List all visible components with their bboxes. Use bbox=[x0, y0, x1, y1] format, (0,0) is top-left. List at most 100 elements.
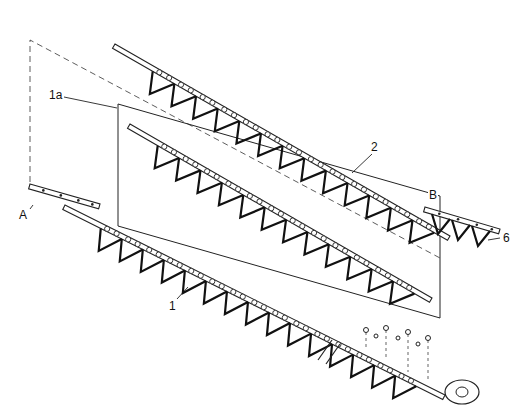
rivet bbox=[373, 194, 378, 199]
knife-section bbox=[258, 133, 283, 156]
knife-section bbox=[347, 257, 371, 280]
knife-section bbox=[410, 220, 435, 243]
rivet bbox=[114, 231, 119, 236]
knife-section bbox=[267, 313, 290, 335]
rivet bbox=[278, 211, 283, 216]
rivet bbox=[200, 95, 205, 100]
rivet bbox=[210, 100, 215, 105]
bar-plate bbox=[113, 44, 450, 240]
rivet bbox=[188, 88, 193, 93]
knife-section bbox=[390, 281, 414, 304]
rivet bbox=[294, 321, 299, 326]
rivet bbox=[354, 255, 359, 260]
rivet bbox=[162, 144, 167, 149]
knife-section bbox=[330, 344, 353, 366]
rivet bbox=[222, 107, 227, 112]
plate-hole bbox=[457, 218, 460, 221]
knife-section bbox=[219, 183, 243, 206]
knife-section bbox=[141, 249, 164, 271]
knife-section bbox=[240, 195, 264, 218]
rivet bbox=[168, 258, 173, 263]
plate-hole bbox=[475, 223, 478, 226]
knife-section bbox=[372, 365, 395, 387]
plate-hole bbox=[60, 194, 63, 197]
rivet bbox=[257, 199, 262, 204]
rivet bbox=[210, 279, 215, 284]
knife-section bbox=[204, 281, 227, 303]
callout-number: 2 bbox=[370, 140, 379, 154]
rivet bbox=[269, 206, 274, 211]
rivet bbox=[308, 157, 313, 162]
knife-section bbox=[388, 208, 413, 231]
rivet bbox=[253, 125, 258, 130]
rivet bbox=[231, 113, 236, 118]
rivet bbox=[189, 268, 194, 273]
rivet bbox=[236, 187, 241, 192]
alignment-line bbox=[30, 40, 440, 258]
rivet bbox=[303, 326, 308, 331]
knife-section bbox=[150, 71, 175, 94]
rivet bbox=[231, 289, 236, 294]
rivet bbox=[318, 162, 323, 167]
knife-section bbox=[432, 214, 450, 234]
callout-number: 1 bbox=[168, 299, 177, 313]
knife-section bbox=[176, 158, 200, 181]
rivet bbox=[273, 310, 278, 315]
knife-section bbox=[225, 292, 248, 314]
knife-section bbox=[301, 158, 326, 181]
rivet bbox=[243, 119, 248, 124]
knife-section bbox=[452, 220, 470, 240]
rivet bbox=[261, 305, 266, 310]
bar-plate bbox=[63, 205, 445, 399]
knife-section bbox=[472, 226, 490, 246]
end-plate bbox=[424, 207, 500, 234]
rivet bbox=[105, 226, 110, 231]
knife-section bbox=[288, 323, 311, 345]
rivet bbox=[167, 75, 172, 80]
rivet bbox=[387, 368, 392, 373]
rivet bbox=[275, 137, 280, 142]
rivet bbox=[399, 373, 404, 378]
rivet bbox=[357, 352, 362, 357]
end-plate bbox=[29, 184, 100, 209]
rivet bbox=[290, 218, 295, 223]
plate-b bbox=[424, 207, 500, 246]
leader-lines bbox=[30, 97, 500, 299]
knife-section bbox=[369, 269, 393, 292]
rivet bbox=[345, 347, 350, 352]
callout-number: 1a bbox=[48, 88, 63, 102]
knife-section bbox=[262, 207, 286, 230]
plate-hole bbox=[77, 199, 80, 202]
rivet bbox=[147, 247, 152, 252]
knife-section bbox=[366, 195, 391, 218]
callout-number: 6 bbox=[502, 231, 511, 245]
rivet bbox=[171, 150, 176, 155]
rivet bbox=[219, 284, 224, 289]
knife-section bbox=[393, 376, 416, 398]
kit-frame bbox=[118, 104, 440, 318]
rivet bbox=[408, 378, 413, 383]
rivet bbox=[397, 280, 402, 285]
rivet bbox=[321, 236, 326, 241]
rivet bbox=[282, 315, 287, 320]
rivet bbox=[378, 363, 383, 368]
rivet bbox=[126, 237, 131, 242]
callout-number: A bbox=[18, 208, 28, 222]
plate-hole bbox=[42, 189, 45, 192]
knife-head bbox=[364, 326, 480, 405]
knife-section bbox=[236, 121, 261, 144]
knife-section bbox=[304, 232, 328, 255]
plate-hole bbox=[91, 203, 94, 206]
rivet bbox=[364, 261, 369, 266]
rivet bbox=[376, 267, 381, 272]
rivet bbox=[265, 132, 270, 137]
rivet bbox=[405, 212, 410, 217]
rivet bbox=[311, 230, 316, 235]
rivet bbox=[240, 294, 245, 299]
rivet bbox=[407, 285, 412, 290]
knife-section bbox=[323, 171, 348, 194]
knife-section bbox=[162, 260, 185, 282]
knife-section bbox=[99, 228, 122, 250]
knife-section bbox=[283, 220, 307, 243]
